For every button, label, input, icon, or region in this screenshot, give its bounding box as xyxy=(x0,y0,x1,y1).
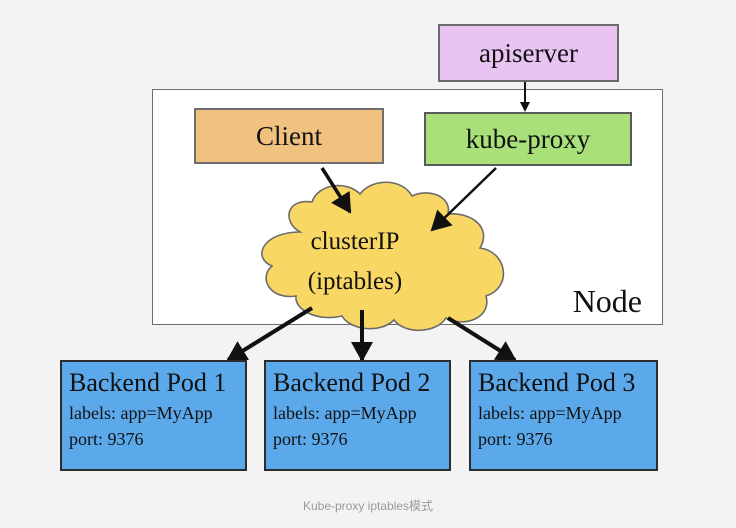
cluster-ip-label: clusterIP (iptables) xyxy=(270,222,440,302)
kube-proxy-box: kube-proxy xyxy=(424,112,632,166)
figure-caption: Kube-proxy iptables模式 xyxy=(302,499,434,513)
apiserver-box: apiserver xyxy=(438,24,619,82)
arrow-clusterip-to-pod3 xyxy=(446,316,517,362)
pod-title: Backend Pod 2 xyxy=(273,368,431,397)
apiserver-label: apiserver xyxy=(479,37,578,68)
kube-proxy-label: kube-proxy xyxy=(465,123,591,154)
backend-pod-1: Backend Pod 1 labels: app=MyApp port: 93… xyxy=(60,360,247,471)
pod-port: port: 9376 xyxy=(478,429,553,449)
arrow-kubeproxy-to-clusterip xyxy=(430,167,497,232)
client-box: Client xyxy=(194,108,384,164)
iptables-text: (iptables) xyxy=(307,268,403,295)
pod-title: Backend Pod 3 xyxy=(478,368,636,397)
arrow-client-to-clusterip xyxy=(320,167,352,214)
backend-pod-3: Backend Pod 3 labels: app=MyApp port: 93… xyxy=(469,360,658,471)
pod-port: port: 9376 xyxy=(273,429,348,449)
pod-title: Backend Pod 1 xyxy=(69,368,227,397)
pod-labels: labels: app=MyApp xyxy=(69,403,213,423)
backend-pod-2: Backend Pod 2 labels: app=MyApp port: 93… xyxy=(264,360,451,471)
node-label: Node xyxy=(572,283,642,319)
pod-labels: labels: app=MyApp xyxy=(478,403,622,423)
pod-port: port: 9376 xyxy=(69,429,144,449)
cluster-ip-text: clusterIP xyxy=(310,228,400,255)
pod-labels: labels: app=MyApp xyxy=(273,403,417,423)
arrow-clusterip-to-pod1 xyxy=(226,306,314,362)
client-label: Client xyxy=(256,120,322,151)
